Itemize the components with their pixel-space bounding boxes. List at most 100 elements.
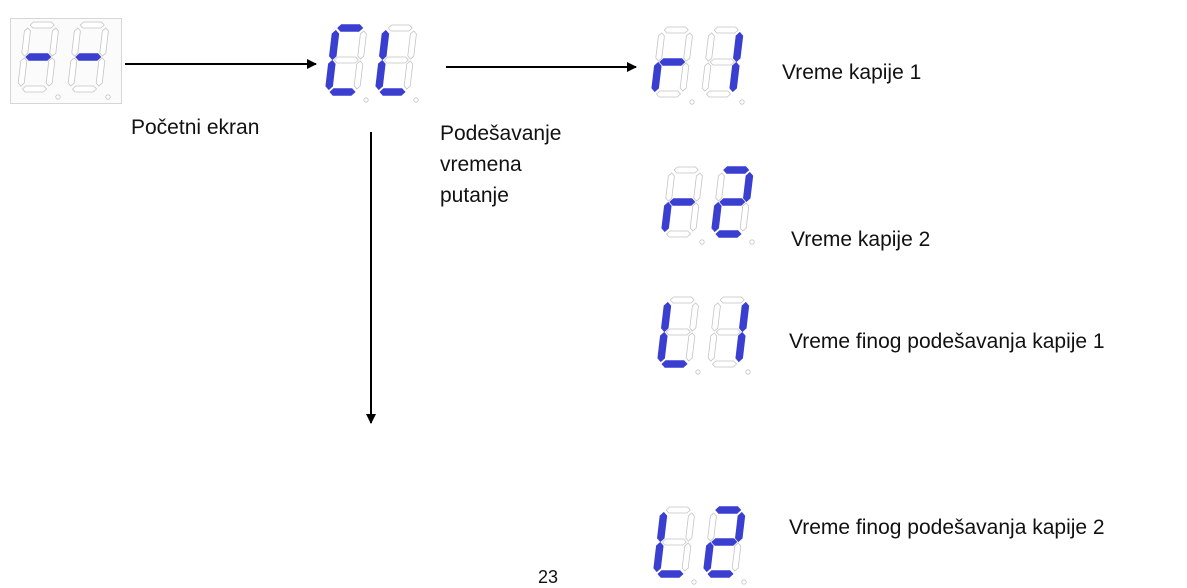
segment-b-off [407,30,417,60]
gate1-fine-time-label: Vreme finog podešavanja kapije 1 [789,330,1105,353]
segment-d-off [711,360,738,368]
segment-e-on [711,201,722,233]
segment-e-on [703,541,714,573]
segment-f-off [707,512,717,542]
segment-g-on [25,53,52,61]
segment-a-on [715,506,742,514]
segment-d-on [715,230,742,238]
segment-g-on [75,53,102,61]
seven-segment-svg [325,24,419,103]
segment-e-off [707,332,718,362]
seven-segment-svg [657,296,751,375]
segment-c-off [689,202,700,232]
segment-f-off [705,32,715,62]
segment-g-on [719,198,746,206]
segment-d-off [71,85,98,93]
page-number: 23 [538,567,559,587]
display-r2 [658,166,762,246]
segment-a-on [337,24,364,32]
segment-a-on [723,166,750,174]
segment-e-on [375,59,386,91]
segment-b-off [685,512,695,542]
decimal-point-off [55,94,61,100]
segment-g-on [669,198,696,206]
segment-e-off [17,57,28,87]
segment-e-on [651,61,662,93]
decimal-point-off [699,239,705,245]
segment-b-off [693,172,703,202]
start-screen-label: Početni ekran [131,116,260,139]
decimal-point-off [363,97,369,103]
segment-c-off [353,60,364,90]
seven-segment-svg [661,166,755,245]
segment-f-off [665,172,675,202]
segment-a-off [719,296,745,304]
segment-a-off [673,166,699,174]
seven-segment-svg [651,26,745,105]
segment-e-off [67,57,78,87]
segment-b-off [689,302,699,332]
segment-f-off [715,172,725,202]
segment-g-off [383,56,409,64]
segment-b-on [739,301,750,333]
gate1-time-label: Vreme kapije 1 [782,61,922,84]
decimal-point-off [749,239,755,245]
segment-d-on [379,88,406,96]
decimal-point-off [741,579,747,585]
segment-c-off [685,332,696,362]
segment-d-off [21,85,48,93]
segment-b-on [733,31,744,63]
segment-e-on [657,331,668,363]
segment-g-off [665,328,691,336]
display-cl [322,24,426,104]
segment-c-off [679,62,690,92]
segment-a-off [29,21,55,29]
segment-d-off [655,90,682,98]
segment-e-on [661,201,672,233]
segment-c-on [735,331,746,363]
decimal-point-off [689,99,695,105]
segment-b-on [743,171,754,203]
gate2-time-label: Vreme kapije 2 [791,228,931,251]
segment-c-off [403,60,414,90]
segment-g-off [715,328,741,336]
decimal-point-off [739,99,745,105]
segment-d-on [707,570,734,578]
decimal-point-off [105,94,111,100]
segment-e-on [653,541,664,573]
segment-f-on [329,29,340,61]
segment-a-off [79,21,105,29]
segment-f-on [661,301,672,333]
segment-f-on [379,29,390,61]
gate2-fine-time-label: Vreme finog podešavanja kapije 2 [789,516,1105,539]
segment-c-off [731,542,742,572]
segment-b-on [735,511,746,543]
seven-segment-svg [653,506,747,585]
display-r1 [648,26,752,106]
segment-d-off [705,90,732,98]
segment-d-off [665,230,692,238]
segment-c-on [729,61,740,93]
segment-c-off [681,542,692,572]
segment-d-on [657,570,684,578]
segment-f-on [657,511,668,543]
segment-e-on [325,59,336,91]
display-start-screen [10,18,122,104]
segment-a-off [713,26,739,34]
segment-g-off [709,58,735,66]
segment-c-off [45,57,56,87]
segment-c-off [95,57,106,87]
segment-b-off [683,32,693,62]
segment-g-on [711,538,738,546]
path-time-setting-label: Podešavanje vremena putanje [440,122,562,207]
segment-b-off [99,27,109,57]
segment-f-off [655,32,665,62]
segment-a-off [669,296,695,304]
segment-e-off [701,62,712,92]
segment-g-off [333,56,359,64]
segment-f-off [21,27,31,57]
segment-g-on [659,58,686,66]
segment-c-off [739,202,750,232]
decimal-point-off [695,369,701,375]
